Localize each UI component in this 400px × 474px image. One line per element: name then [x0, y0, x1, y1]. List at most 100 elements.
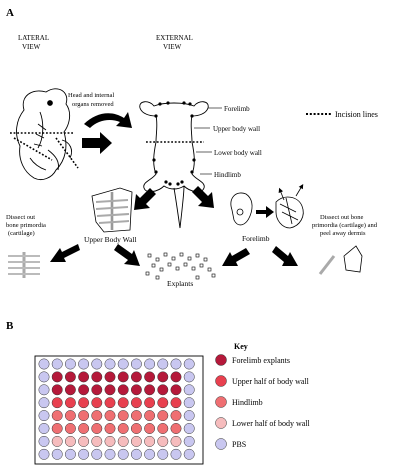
well — [183, 371, 195, 383]
forelimb-label: Forelimb — [224, 105, 250, 113]
key-swatch — [215, 438, 227, 450]
well — [78, 358, 90, 370]
well — [144, 423, 156, 434]
well — [104, 358, 116, 370]
well — [78, 410, 90, 422]
external-incision-dots — [152, 101, 196, 186]
arrow-down-right-icon — [192, 186, 214, 208]
well — [144, 384, 156, 396]
well — [38, 423, 50, 434]
head-removed-label-1: Head and internal — [68, 92, 114, 99]
well — [117, 358, 129, 370]
well — [170, 397, 182, 409]
curved-arrow-icon — [84, 112, 132, 128]
well — [64, 397, 76, 409]
well — [38, 371, 50, 383]
well — [64, 423, 76, 434]
well — [91, 435, 103, 447]
well — [104, 397, 116, 409]
well — [38, 397, 50, 409]
well — [78, 397, 90, 409]
well — [170, 435, 182, 447]
well — [38, 435, 50, 447]
well — [130, 423, 142, 434]
well — [183, 448, 195, 460]
forelimb-illustration — [230, 192, 304, 229]
well — [144, 358, 156, 370]
explant-squares — [145, 252, 216, 280]
well — [91, 410, 103, 422]
well — [170, 371, 182, 383]
well — [157, 358, 169, 370]
well — [117, 384, 129, 396]
well — [78, 423, 90, 434]
well — [183, 410, 195, 422]
dissect-left-1: Dissect out — [6, 214, 35, 221]
well — [51, 371, 63, 383]
well — [104, 448, 116, 460]
well — [117, 410, 129, 422]
key-label: Hindlimb — [232, 398, 263, 407]
well — [130, 435, 142, 447]
well — [78, 371, 90, 383]
arrow-right-bones-icon — [272, 246, 298, 266]
well — [144, 371, 156, 383]
explants-label: Explants — [167, 279, 193, 288]
upper-body-wall-label: Upper body wall — [213, 125, 260, 133]
well — [157, 435, 169, 447]
well — [170, 448, 182, 460]
well — [144, 448, 156, 460]
dissect-right-3: peel away dermis — [320, 230, 366, 237]
well — [51, 397, 63, 409]
well — [130, 410, 142, 422]
well — [64, 410, 76, 422]
dissect-left-3: (cartilage) — [8, 230, 35, 237]
hindlimb-label: Hindlimb — [214, 171, 241, 179]
well — [157, 384, 169, 396]
well — [130, 397, 142, 409]
arrow-left-bones-icon — [50, 244, 80, 262]
key-title: Key — [234, 342, 248, 351]
well — [144, 435, 156, 447]
arrow-to-explants-left-icon — [114, 244, 140, 266]
well — [104, 384, 116, 396]
key-swatch — [215, 396, 227, 408]
well — [117, 448, 129, 460]
well — [170, 358, 182, 370]
incision-lines-label: Incision lines — [335, 110, 378, 119]
arrow-to-explants-right-icon — [222, 248, 250, 266]
well — [144, 397, 156, 409]
well — [91, 384, 103, 396]
well — [117, 397, 129, 409]
well — [64, 358, 76, 370]
well-plate — [38, 358, 195, 460]
well — [170, 423, 182, 434]
arrow-down-left-icon — [134, 188, 156, 210]
dissect-right-1: Dissect out bone — [320, 214, 363, 221]
well — [51, 384, 63, 396]
well — [117, 423, 129, 434]
well — [104, 410, 116, 422]
well — [78, 384, 90, 396]
upper-body-wall-title: Upper Body Wall — [84, 235, 137, 244]
bone-primordia-left — [8, 252, 40, 278]
arrow-forelimb-icon — [256, 206, 274, 218]
key-swatch — [215, 417, 227, 429]
key-label: Upper half of body wall — [232, 377, 310, 386]
external-view-label-2: VIEW — [163, 43, 182, 51]
embryo-illustration — [16, 88, 73, 181]
well — [170, 410, 182, 422]
well — [91, 371, 103, 383]
well — [117, 371, 129, 383]
well — [51, 410, 63, 422]
well — [130, 358, 142, 370]
well — [51, 448, 63, 460]
body-outline-external — [139, 101, 209, 229]
head-removed-label-2: organs removed — [72, 101, 114, 108]
arrow-right-icon — [82, 132, 112, 154]
well — [38, 410, 50, 422]
well — [38, 384, 50, 396]
key-label: PBS — [232, 440, 246, 449]
